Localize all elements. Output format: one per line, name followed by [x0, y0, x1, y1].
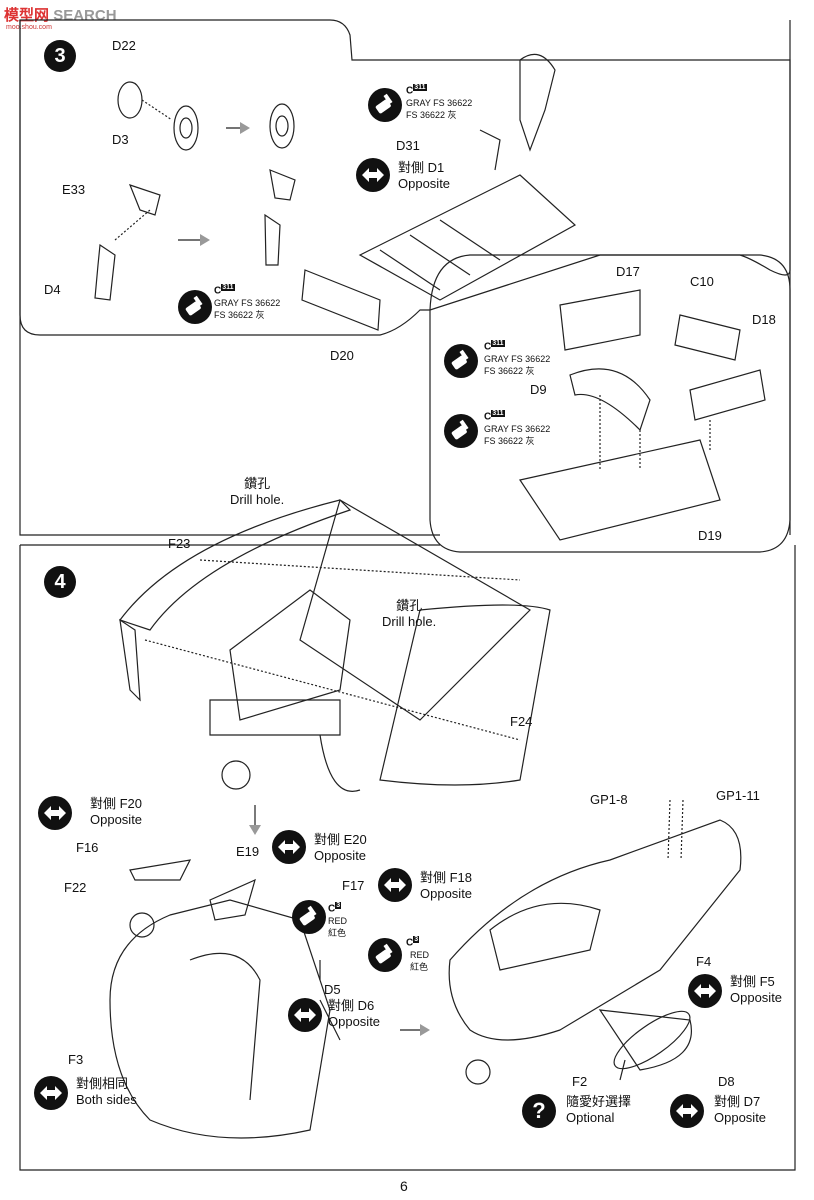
paint-brush-icon — [368, 938, 402, 972]
part-label-d31: D31 — [396, 138, 420, 153]
paint-name: GRAY FS 36622 — [484, 354, 551, 364]
paint-name-cn: FS 36622 灰 — [406, 110, 457, 120]
watermark-url: moo.shou.com — [6, 24, 52, 31]
part-label-c10: C10 — [690, 274, 714, 289]
part-label-f2: F2 — [572, 1074, 588, 1089]
part-label-f22: F22 — [64, 880, 87, 895]
part-label-gp1-8: GP1-8 — [590, 792, 628, 807]
paint-name: RED — [328, 916, 348, 926]
part-label-d18: D18 — [752, 312, 776, 327]
opposite-arrow-icon — [288, 998, 322, 1032]
part-label-e19: E19 — [236, 844, 260, 859]
paint-name-cn: FS 36622 灰 — [484, 366, 535, 376]
paint-name-cn: 紅色 — [328, 928, 347, 938]
paint-code: C311 — [214, 284, 235, 297]
paint-name-cn: 紅色 — [410, 962, 429, 972]
paint-code: C3 — [406, 936, 420, 949]
part-label-d4: D4 — [44, 282, 61, 297]
part-label-d9: D9 — [530, 382, 547, 397]
paint-name: RED — [410, 950, 430, 960]
part-label-d5: D5 — [324, 982, 341, 997]
part-label-d17: D17 — [616, 264, 640, 279]
opposite-arrow-icon — [670, 1094, 704, 1128]
paint-name-cn: FS 36622 灰 — [214, 310, 265, 320]
paint-brush-icon — [292, 900, 326, 934]
part-label-f24: F24 — [510, 714, 533, 729]
page-number: 6 — [400, 1178, 408, 1194]
paint-code: C311 — [484, 410, 505, 423]
step-3-badge: 3 — [44, 40, 76, 72]
paint-name: GRAY FS 36622 — [484, 424, 551, 434]
opposite-arrow-icon — [356, 158, 390, 192]
part-label-d3: D3 — [112, 132, 129, 147]
part-label-d19: D19 — [698, 528, 722, 543]
part-label-e33: E33 — [62, 182, 86, 197]
part-label-d22: D22 — [112, 38, 136, 53]
part-label-f17: F17 — [342, 878, 365, 893]
paint-name-cn: FS 36622 灰 — [484, 436, 535, 446]
part-label-gp1-11: GP1-11 — [716, 788, 760, 803]
paint-brush-icon — [444, 414, 478, 448]
opposite-arrow-icon — [272, 830, 306, 864]
paint-code: C3 — [328, 902, 342, 915]
opposite-arrow-icon — [378, 868, 412, 902]
paint-brush-icon — [444, 344, 478, 378]
paint-brush-icon — [368, 88, 402, 122]
part-label-d8: D8 — [718, 1074, 735, 1089]
paint-name: GRAY FS 36622 — [214, 298, 281, 308]
part-label-f23: F23 — [168, 536, 191, 551]
paint-code: C311 — [406, 84, 427, 97]
paint-code: C311 — [484, 340, 505, 353]
paint-brush-icon — [178, 290, 212, 324]
opposite-arrow-icon — [688, 974, 722, 1008]
part-label-f3: F3 — [68, 1052, 84, 1067]
opposite-arrow-icon — [38, 796, 72, 830]
opposite-arrow-icon — [34, 1076, 68, 1110]
part-label-f16: F16 — [76, 840, 99, 855]
question-icon: ? — [522, 1094, 556, 1128]
paint-name: GRAY FS 36622 — [406, 98, 473, 108]
part-label-f4: F4 — [696, 954, 712, 969]
part-label-d20: D20 — [330, 348, 354, 363]
step-4-badge: 4 — [44, 566, 76, 598]
